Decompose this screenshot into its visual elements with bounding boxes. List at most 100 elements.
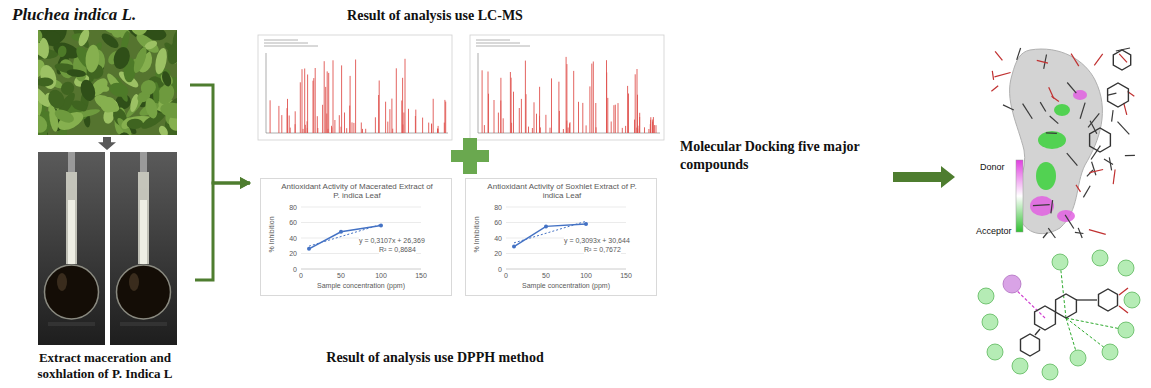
leaf (143, 97, 159, 120)
stick-bond (1125, 155, 1135, 157)
data-point (339, 230, 343, 234)
ms-spectrum (470, 35, 664, 140)
spectrum-peak (270, 100, 271, 133)
spectrum-peak (539, 87, 540, 133)
results-panel: Result of analysis use LC-MSResult of an… (250, 2, 675, 374)
chart-title: Antioxidant Activity of Macerated Extrac… (281, 182, 433, 200)
stick-bond (1043, 233, 1048, 239)
spectrum-peak (445, 102, 446, 133)
spectrum-peak (385, 102, 386, 133)
spectrum-peak (545, 115, 546, 133)
spectrum-peak (317, 128, 318, 133)
neck-glass (68, 200, 75, 264)
residue-disc (1118, 322, 1134, 338)
clamp (140, 152, 147, 172)
spectrum-peak (650, 117, 651, 133)
spectrum-peak (313, 78, 314, 133)
stick-bond (992, 71, 993, 80)
stick-bond (1050, 116, 1059, 124)
axis-tick: 0 (275, 265, 297, 274)
plus-sign (451, 138, 489, 174)
leaf (159, 101, 177, 121)
residue-disc (1092, 250, 1108, 266)
spectrum-header (476, 40, 510, 41)
spectrum-peak (444, 100, 445, 133)
ring (1099, 289, 1118, 311)
leaf (131, 46, 149, 75)
spectrum-peak (353, 123, 354, 133)
stick-bond (1090, 170, 1104, 173)
spectrum-peak (519, 108, 520, 133)
spectrum-peak (303, 129, 304, 133)
spectrum-peak (322, 105, 323, 133)
axis-tick: 80 (275, 203, 297, 212)
spectrum-header (476, 43, 520, 44)
spectrum-peak (290, 128, 291, 133)
spectrum-peak (611, 122, 612, 134)
spectrum-header (476, 46, 530, 47)
data-point (307, 247, 311, 251)
legend-label: Donor (979, 162, 1006, 172)
bond (1035, 329, 1040, 335)
spectrum-peak (613, 105, 614, 133)
spectrum-peak (591, 64, 592, 133)
spectrum-frame (258, 35, 452, 140)
spectrum-peak (570, 122, 571, 133)
binding-surface (1010, 49, 1103, 234)
data-point (512, 245, 516, 249)
leaf (104, 30, 123, 35)
spectrum-peak (361, 123, 362, 134)
axis-tick: 100 (369, 271, 393, 280)
leaf (66, 68, 86, 78)
docking-2d-map (968, 245, 1150, 385)
leaf (84, 44, 100, 73)
stick-bond (1108, 93, 1117, 95)
spectrum-peak (500, 78, 501, 133)
spectrum-peak (484, 125, 485, 133)
axis-tick: 100 (574, 271, 598, 280)
spectrum-peak (295, 111, 296, 133)
residue-disc (1070, 350, 1086, 366)
axis-tick: 60 (480, 218, 502, 227)
block-arrow (98, 137, 116, 150)
stick-bond (1083, 186, 1090, 198)
surface-patch (1054, 104, 1070, 116)
flask-neck (138, 172, 149, 264)
spectrum-peak (281, 115, 282, 133)
axis-tick: 150 (614, 271, 638, 280)
stick-bond (1033, 205, 1050, 206)
spectrum-peak (402, 78, 403, 133)
ring (1113, 50, 1130, 70)
spectrum-peak (328, 73, 329, 133)
flask-bulb (45, 265, 99, 319)
spectrum-peak (396, 68, 397, 133)
spectrum-header (264, 46, 318, 47)
data-point (544, 224, 548, 228)
spectrum-peak (391, 99, 392, 133)
spectrum-peak (559, 111, 560, 133)
spectrum-peak (627, 86, 628, 133)
image-ground (968, 245, 1150, 385)
interaction-line (1060, 262, 1066, 318)
spectrum-peak (349, 106, 350, 133)
ring (1035, 306, 1056, 330)
stick-bond (1048, 228, 1055, 238)
stick-bond (1112, 110, 1114, 122)
grid-line (301, 207, 421, 208)
spectrum-peak (521, 99, 522, 133)
flask-neck (66, 172, 77, 264)
stick-bond (1071, 54, 1079, 67)
spectrum-peak (333, 60, 334, 133)
spectrum-peak (656, 125, 657, 133)
spectrum-header (264, 40, 298, 41)
bracket-connector (195, 183, 250, 280)
axis-tick: 0 (480, 265, 502, 274)
spectrum-peak (513, 92, 514, 133)
spectrum-peak (379, 81, 380, 134)
hbond-scale (1016, 160, 1023, 232)
bond (1076, 299, 1097, 300)
spectrum-peak (494, 100, 495, 133)
leaf (166, 44, 177, 58)
stick-bond (1052, 96, 1059, 101)
ring (1056, 294, 1077, 318)
